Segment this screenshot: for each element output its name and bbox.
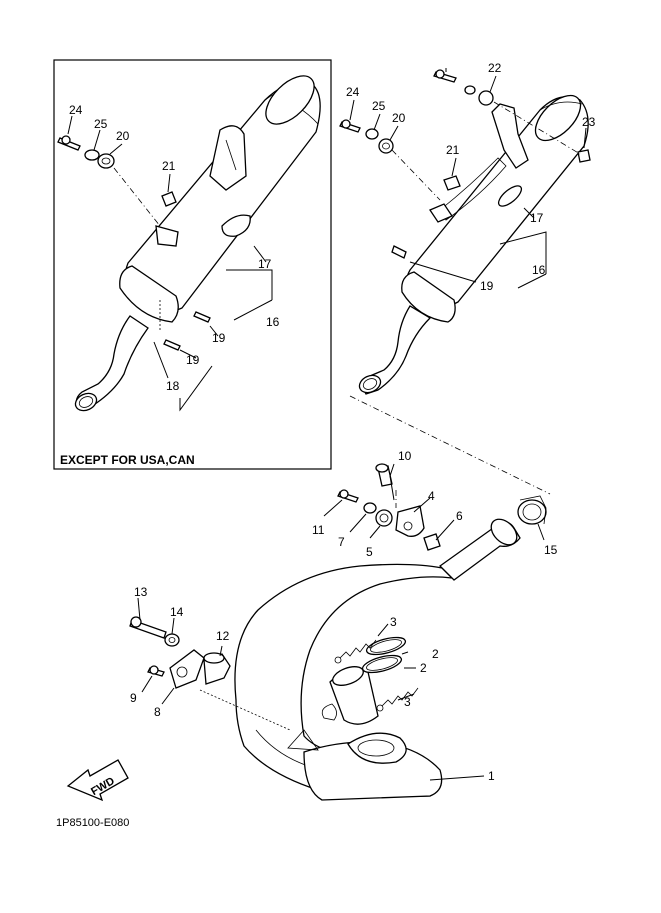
callout-24: 24 <box>346 85 360 99</box>
callout-3a: 3 <box>390 615 397 629</box>
callout-6: 6 <box>456 509 463 523</box>
callout-8: 8 <box>154 705 161 719</box>
callout-19: 19 <box>480 279 494 293</box>
callout-21: 21 <box>446 143 460 157</box>
callout-9: 9 <box>130 691 137 705</box>
callout-19-inset-a: 19 <box>212 331 226 345</box>
callout-23: 23 <box>582 115 596 129</box>
callout-2b: 2 <box>420 661 427 675</box>
main-muffler-drawing <box>339 68 591 495</box>
callout-11: 11 <box>312 523 325 537</box>
fwd-direction-arrow <box>66 759 129 802</box>
callout-13: 13 <box>134 585 148 599</box>
callout-3b: 3 <box>404 695 411 709</box>
callout-5: 5 <box>366 545 373 559</box>
header-pipe-drawing <box>129 463 547 801</box>
callout-numbers: 24 25 20 21 17 16 19 19 18 22 23 24 25 2… <box>69 61 596 783</box>
callout-20-inset: 20 <box>116 129 130 143</box>
diagram-code: 1P85100-E080 <box>56 817 129 829</box>
callout-15: 15 <box>544 543 558 557</box>
callout-16-inset: 16 <box>266 315 280 329</box>
callout-18-inset: 18 <box>166 379 180 393</box>
callout-12: 12 <box>216 629 230 643</box>
callout-4: 4 <box>428 489 435 503</box>
inset-caption: EXCEPT FOR USA,CAN <box>60 453 195 467</box>
callout-7: 7 <box>338 535 345 549</box>
callout-2a: 2 <box>432 647 439 661</box>
callout-10: 10 <box>398 449 412 463</box>
callout-1: 1 <box>488 769 495 783</box>
callout-21-inset: 21 <box>162 159 176 173</box>
callout-24-inset: 24 <box>69 103 83 117</box>
callout-20: 20 <box>392 111 406 125</box>
callout-19-inset-b: 19 <box>186 353 200 367</box>
callout-14: 14 <box>170 605 184 619</box>
callout-25: 25 <box>372 99 386 113</box>
callout-25-inset: 25 <box>94 117 108 131</box>
callout-17-inset: 17 <box>258 257 272 271</box>
callout-16: 16 <box>532 263 546 277</box>
callout-17: 17 <box>530 211 544 225</box>
inset-muffler-drawing <box>57 75 321 412</box>
callout-22: 22 <box>488 61 502 75</box>
